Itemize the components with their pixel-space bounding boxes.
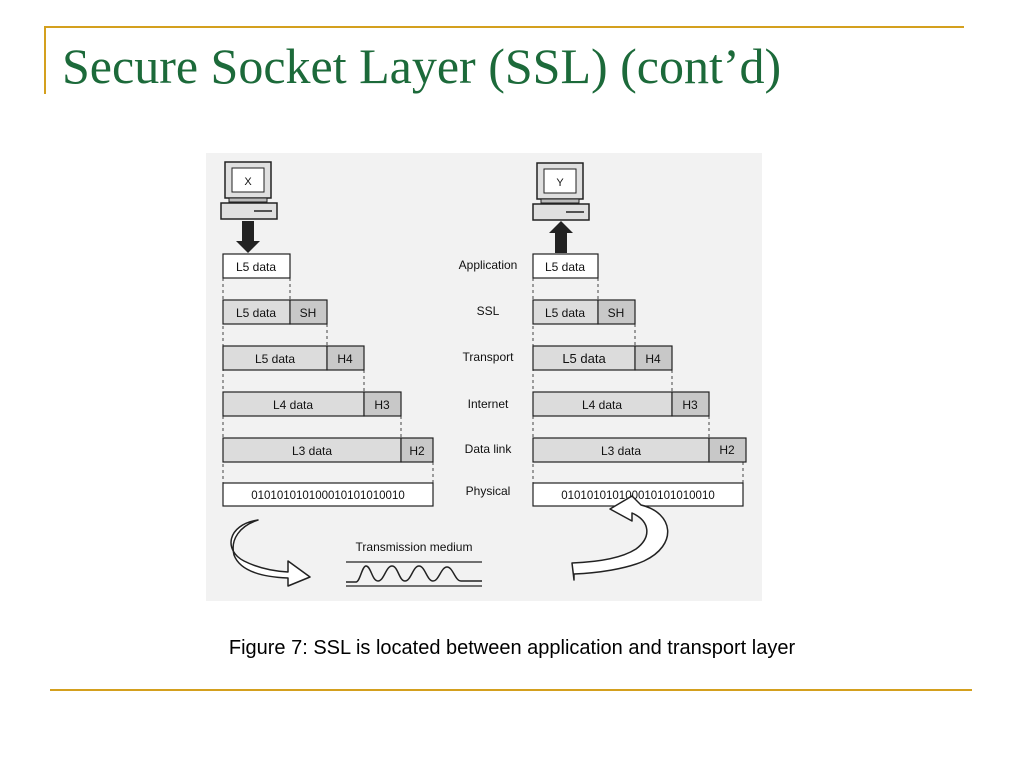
right-ssl-frame: L5 data SH: [532, 299, 636, 325]
up-arrow: [549, 221, 573, 253]
right-transport-frame: L5 data H4: [532, 345, 673, 371]
left-transport-data: L5 data: [255, 352, 295, 366]
left-physical-box: [222, 482, 434, 507]
ssl-layer-figure: X Y: [206, 153, 762, 601]
host-x-computer: X: [220, 161, 278, 220]
right-application-frame: L5 data: [532, 253, 599, 279]
layer-label-datalink: Data link: [465, 442, 513, 456]
right-physical-bits: 010101010100010101010010: [561, 490, 715, 502]
host-x-label: X: [244, 176, 252, 188]
right-datalink-data: L3 data: [601, 444, 641, 458]
left-internet-data-box: [222, 391, 365, 417]
right-physical-frame: 010101010100010101010010: [532, 482, 744, 507]
right-stack: L5 data L5 data SH L5 data H4 L4 data H3: [532, 253, 747, 507]
left-internet-frame: L4 data H3: [222, 391, 402, 417]
right-ssl-header-box: [597, 299, 636, 325]
left-ssl-data: L5 data: [236, 306, 276, 320]
left-rule: [44, 26, 46, 94]
host-y-screen: [543, 168, 577, 194]
bottom-rule: [50, 689, 972, 691]
left-ssl-frame: L5 data SH: [222, 299, 328, 325]
left-stack: L5 data L5 data SH L5 data H4 L4 data H3: [222, 253, 434, 507]
signal-waveform: [346, 565, 482, 583]
top-rule: [44, 26, 964, 28]
layer-label-physical: Physical: [466, 484, 511, 498]
right-transport-header: H4: [645, 352, 661, 366]
layer-label-internet: Internet: [468, 397, 509, 411]
layer-labels: Application SSL Transport Internet Data …: [459, 258, 518, 498]
left-internet-data: L4 data: [273, 398, 313, 412]
left-datalink-frame: L3 data H2: [222, 437, 434, 463]
layer-diagram: X Y: [206, 153, 762, 601]
left-datalink-data: L3 data: [292, 444, 332, 458]
left-datalink-data-box: [222, 437, 402, 463]
left-internet-header-box: [363, 391, 402, 417]
right-internet-frame: L4 data H3: [532, 391, 710, 417]
right-transport-data: L5 data: [562, 351, 606, 366]
right-internet-header-box: [671, 391, 710, 417]
left-transport-header-box: [326, 345, 365, 371]
figure-background: [206, 153, 762, 601]
figure-caption: Figure 7: SSL is located between applica…: [228, 637, 796, 659]
layer-label-ssl: SSL: [477, 304, 500, 318]
right-application-data: L5 data: [545, 260, 585, 274]
left-datalink-header: H2: [409, 444, 425, 458]
host-y-computer: Y: [532, 162, 590, 221]
left-transport-data-box: [222, 345, 328, 371]
right-internet-header: H3: [682, 398, 698, 412]
left-application-frame: L5 data: [222, 253, 291, 279]
right-datalink-header-box: [708, 437, 747, 463]
right-datalink-header: H2: [719, 443, 735, 457]
right-datalink-frame: L3 data H2: [532, 437, 747, 463]
right-internet-data: L4 data: [582, 398, 622, 412]
left-physical-frame: 010101010100010101010010: [222, 482, 434, 507]
right-transport-data-box: [532, 345, 636, 371]
transmission-medium-label: Transmission medium: [356, 540, 473, 554]
left-transport-header: H4: [337, 352, 353, 366]
host-y-stand: [540, 198, 580, 204]
left-ssl-header-box: [289, 299, 328, 325]
right-ssl-data: L5 data: [545, 306, 585, 320]
left-application-box: [222, 253, 291, 279]
right-curved-arrow: [571, 495, 669, 581]
down-arrow: [236, 221, 260, 253]
left-internet-header: H3: [374, 398, 390, 412]
host-y-base: [532, 203, 590, 221]
host-x-base: [220, 202, 278, 220]
right-datalink-data-box: [532, 437, 710, 463]
left-transport-frame: L5 data H4: [222, 345, 365, 371]
host-y-label: Y: [556, 177, 564, 189]
left-physical-bits: 010101010100010101010010: [251, 490, 405, 502]
left-ssl-header: SH: [300, 306, 317, 320]
left-application-data: L5 data: [236, 260, 276, 274]
left-datalink-header-box: [400, 437, 434, 463]
host-x-screen: [231, 167, 265, 193]
right-application-box: [532, 253, 599, 279]
right-ssl-header: SH: [608, 306, 625, 320]
slide-title: Secure Socket Layer (SSL) (cont’d): [62, 38, 782, 94]
layer-label-application: Application: [459, 258, 518, 272]
transmission-medium: Transmission medium: [346, 540, 482, 587]
right-internet-data-box: [532, 391, 673, 417]
layer-label-transport: Transport: [463, 350, 515, 364]
right-transport-header-box: [634, 345, 673, 371]
host-x-stand: [228, 197, 268, 203]
left-curved-arrow: [230, 519, 311, 587]
